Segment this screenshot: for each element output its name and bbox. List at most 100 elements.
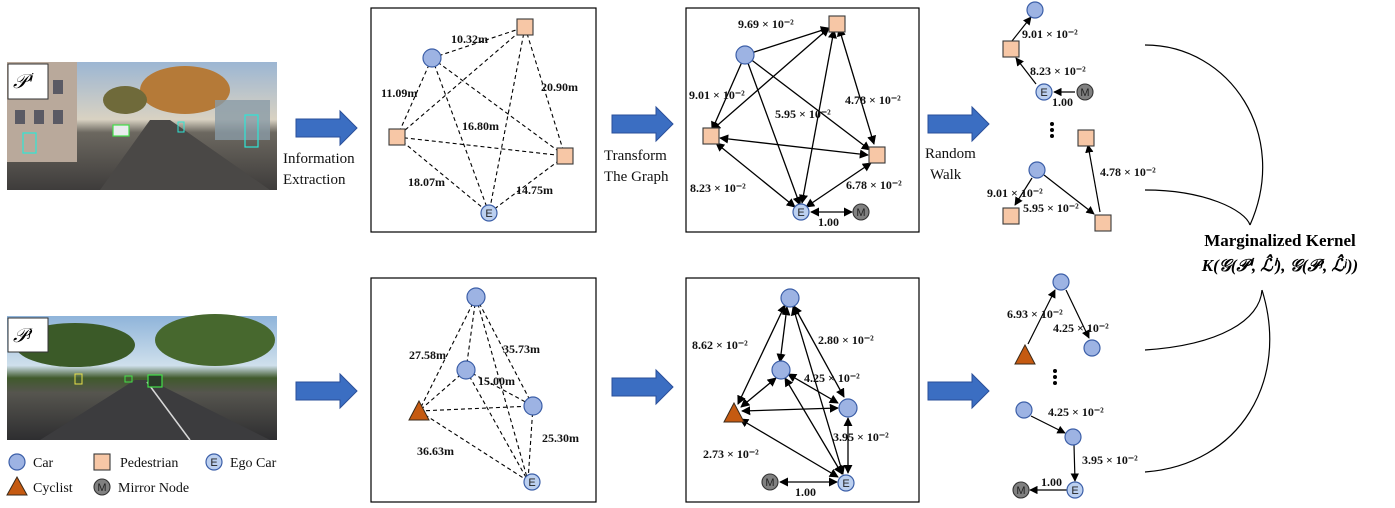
svg-text:𝒫ⁱ: 𝒫ⁱ: [13, 71, 34, 93]
edges-distance-top: [396, 26, 566, 214]
weight-label: 9.69 × 10⁻²: [738, 17, 794, 31]
car-node: [523, 396, 543, 416]
legend: Car Pedestrian E Ego Car Cyclist M Mirro…: [6, 453, 277, 496]
svg-text:6.93 × 10⁻²: 6.93 × 10⁻²: [1007, 307, 1063, 321]
cyclist-node: [408, 399, 430, 421]
pedestrian-node: [388, 128, 406, 146]
pedestrian-node: [516, 18, 534, 36]
car-node: [780, 288, 800, 308]
legend-pedestrian: Pedestrian: [93, 453, 178, 471]
ego-car-node: E: [792, 203, 810, 221]
ego-car-node: E: [523, 473, 541, 491]
step-info-line2: Extraction: [283, 172, 346, 188]
svg-text:M: M: [856, 207, 865, 219]
process-arrow-top-3: [927, 105, 990, 143]
svg-text:E: E: [485, 208, 492, 220]
step-info-line1: Information: [283, 151, 355, 167]
svg-text:M: M: [97, 482, 106, 494]
ego-car-node: E: [480, 204, 498, 222]
svg-text:3.95 × 10⁻²: 3.95 × 10⁻²: [1082, 453, 1138, 467]
walk-bottom-1: 6.93 × 10⁻² 4.25 × 10⁻²: [1007, 273, 1109, 365]
weight-label: 6.78 × 10⁻²: [846, 178, 902, 192]
distance-label: 14.75m: [516, 183, 553, 197]
weight-label: 1.00: [795, 485, 816, 499]
car-node: [838, 398, 858, 418]
weight-label: 1.00: [818, 215, 839, 229]
weight-label: 5.95 × 10⁻²: [775, 107, 831, 121]
step-transform-line2: The Graph: [604, 169, 669, 185]
process-arrow-top-2: [611, 105, 674, 143]
distance-label: 11.09m: [381, 86, 417, 100]
svg-text:Pedestrian: Pedestrian: [120, 456, 178, 471]
distance-label: 27.58m: [409, 348, 446, 362]
car-node: [466, 287, 486, 307]
panel-distance-graph-top: [370, 7, 597, 233]
svg-text:E: E: [797, 207, 804, 219]
scene-photo-top: [7, 62, 277, 190]
svg-text:4.25 × 10⁻²: 4.25 × 10⁻²: [1053, 321, 1109, 335]
svg-text:4.25 × 10⁻²: 4.25 × 10⁻²: [1048, 405, 1104, 419]
step-walk-line2: Walk: [930, 167, 962, 183]
distance-label: 16.80m: [462, 119, 499, 133]
legend-ego-car: E Ego Car: [205, 453, 277, 471]
car-node: [422, 48, 442, 68]
svg-text:E: E: [1040, 87, 1047, 99]
svg-text:9.01 × 10⁻²: 9.01 × 10⁻²: [987, 186, 1043, 200]
mirror-node: M: [761, 473, 779, 491]
cyclist-node: [723, 401, 745, 423]
svg-text:𝒫ʲ: 𝒫ʲ: [13, 325, 33, 347]
car-node: [735, 45, 755, 65]
svg-text:1.00: 1.00: [1052, 95, 1073, 109]
car-node: [771, 360, 791, 380]
pedestrian-node: [828, 15, 846, 33]
svg-text:1.00: 1.00: [1041, 475, 1062, 489]
svg-text:Mirror Node: Mirror Node: [118, 481, 189, 496]
distance-label: 18.07m: [408, 175, 445, 189]
svg-text:4.78 × 10⁻²: 4.78 × 10⁻²: [1100, 165, 1156, 179]
legend-cyclist: Cyclist: [6, 475, 73, 496]
svg-text:M: M: [765, 477, 774, 489]
svg-text:M: M: [1080, 87, 1089, 99]
panel-weighted-graph-bottom: [685, 277, 920, 503]
walk-ellipsis-top: [1050, 122, 1054, 138]
walk-bottom-2: E M 4.25 × 10⁻² 3.95 × 10⁻² 1.00: [1012, 401, 1138, 499]
svg-text:E: E: [1071, 485, 1078, 497]
panel-distance-graph-bottom: [370, 277, 597, 503]
distance-label: 35.73m: [503, 342, 540, 356]
distance-label: 15.00m: [478, 374, 515, 388]
distance-label: 36.63m: [417, 444, 454, 458]
svg-text:E: E: [210, 457, 217, 469]
pedestrian-node: [702, 127, 720, 145]
svg-text:9.01 × 10⁻²: 9.01 × 10⁻²: [1022, 27, 1078, 41]
weight-label: 2.73 × 10⁻²: [703, 447, 759, 461]
svg-text:5.95 × 10⁻²: 5.95 × 10⁻²: [1023, 201, 1079, 215]
kernel-brackets: [1144, 44, 1271, 473]
process-arrow-bottom-1: [295, 372, 358, 410]
walk-ellipsis-bottom: [1053, 369, 1057, 385]
svg-text:E: E: [842, 478, 849, 490]
walk-top-1: E M 9.01 × 10⁻² 8.23 × 10⁻² 1.00: [1002, 1, 1094, 109]
svg-text:Cyclist: Cyclist: [33, 481, 73, 496]
edges-weighted-bottom: [737, 304, 853, 487]
svg-text:M: M: [1016, 485, 1025, 497]
scene-photo-bottom: [7, 314, 277, 441]
pedestrian-node: [868, 146, 886, 164]
distance-label: 10.32m: [451, 32, 488, 46]
panel-weighted-graph-top: [685, 7, 920, 233]
legend-car: Car: [8, 453, 54, 471]
kernel-title: Marginalized Kernel: [1204, 231, 1356, 250]
svg-text:Ego Car: Ego Car: [230, 456, 277, 471]
edges-weighted-top: [711, 26, 876, 217]
weight-label: 8.23 × 10⁻²: [690, 181, 746, 195]
weight-label: 4.78 × 10⁻²: [845, 93, 901, 107]
weight-label: 3.95 × 10⁻²: [833, 430, 889, 444]
distance-label: 20.90m: [541, 80, 578, 94]
weight-label: 2.80 × 10⁻²: [818, 333, 874, 347]
pedestrian-node: [556, 147, 574, 165]
kernel-formula: K(𝒢(𝒫ⁱ, ℒ̂ⁱ), 𝒢(𝒫ʲ, ℒ̂ʲ)): [1201, 254, 1358, 275]
edges-distance-bottom: [418, 296, 534, 482]
step-walk-line1: Random: [925, 146, 976, 162]
step-transform-line1: Transform: [604, 148, 667, 164]
scene-tag-top: 𝒫ⁱ: [7, 63, 49, 100]
